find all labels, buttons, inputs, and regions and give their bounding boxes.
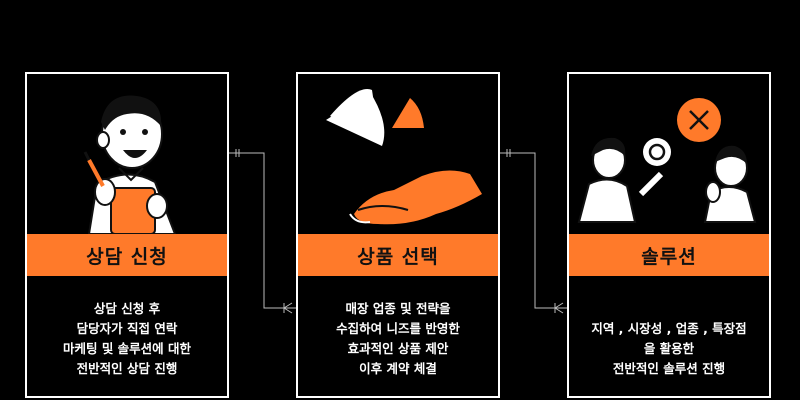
step-title: 솔루션	[569, 234, 769, 276]
connector-2-3	[500, 152, 567, 309]
discussion-illustration-icon	[577, 98, 757, 223]
step-card-consultation: 상담 신청 상담 신청 후 담당자가 직접 연락 마케팅 및 솔루션에 대한 전…	[25, 72, 229, 398]
description-line: 을 활용한	[643, 341, 695, 356]
step-description: 상담 신청 후 담당자가 직접 연락 마케팅 및 솔루션에 대한 전반적인 상담…	[27, 299, 227, 379]
consultant-illustration-icon	[83, 95, 177, 234]
description-line: 수집하여 니즈를 반영한	[336, 321, 460, 336]
description-line: 지역 , 시장성 , 업종 , 특장점	[591, 321, 747, 336]
connector-1-2	[229, 152, 296, 309]
description-line: 마케팅 및 솔루션에 대한	[62, 341, 192, 356]
step-description: 지역 , 시장성 , 업종 , 특장점 을 활용한 전반적인 솔루션 진행	[569, 319, 769, 379]
step-title: 상담 신청	[27, 234, 227, 276]
description-line: 효과적인 상품 제안	[347, 341, 449, 356]
hand-offering-illustration-icon	[326, 89, 482, 225]
step-card-product-selection: 상품 선택 매장 업종 및 전략을 수집하여 니즈를 반영한 효과적인 상품 제…	[296, 72, 500, 398]
step-title: 상품 선택	[298, 234, 498, 276]
description-line: 담당자가 직접 연락	[76, 321, 178, 336]
description-line: 전반적인 상담 진행	[76, 361, 178, 376]
step-description: 매장 업종 및 전략을 수집하여 니즈를 반영한 효과적인 상품 제안 이후 계…	[298, 299, 498, 379]
description-line: 상담 신청 후	[93, 301, 161, 316]
step-card-solution: 솔루션 지역 , 시장성 , 업종 , 특장점 을 활용한 전반적인 솔루션 진…	[567, 72, 771, 398]
description-line: 이후 계약 체결	[359, 361, 437, 376]
description-line: 전반적인 솔루션 진행	[612, 361, 726, 376]
description-line: 매장 업종 및 전략을	[345, 301, 451, 316]
